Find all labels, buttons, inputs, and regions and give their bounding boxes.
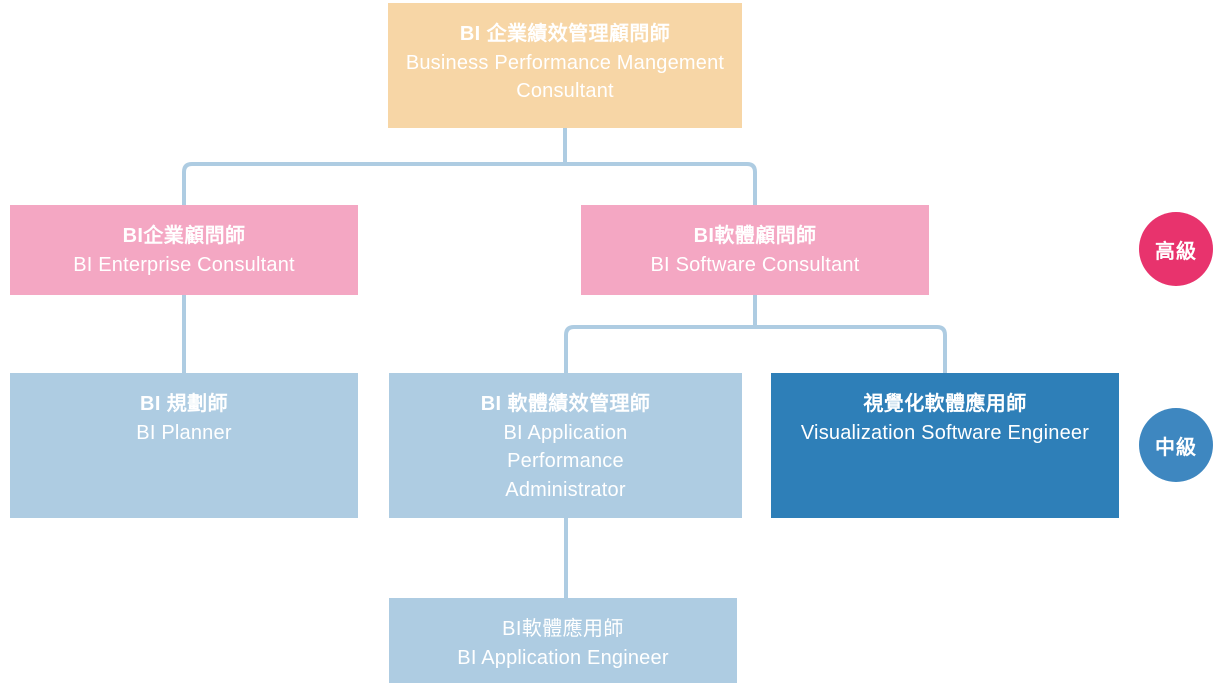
node-bi-app-performance-admin[interactable]: BI 軟體績效管理師 BI Application Performance Ad… [389, 373, 742, 518]
node-bi-software-consultant[interactable]: BI軟體顧問師 BI Software Consultant [581, 205, 929, 295]
badge-label: 高級 [1155, 240, 1197, 263]
node-bpm-consultant[interactable]: BI 企業績效管理顧問師 Business Performance Mangem… [388, 3, 742, 128]
node-title-cn: BI 軟體績效管理師 [480, 393, 651, 415]
node-title-en: BI Software Consultant [650, 254, 860, 276]
node-bi-enterprise-consultant[interactable]: BI企業顧問師 BI Enterprise Consultant [10, 205, 358, 295]
node-title-en: Business Performance Mangement Consultan… [405, 52, 725, 103]
node-title-en: Visualization Software Engineer [800, 422, 1090, 444]
node-title-en: BI Application Performance Administrator [503, 422, 628, 501]
node-visualization-software-engineer[interactable]: 視覺化軟體應用師 Visualization Software Engineer [771, 373, 1119, 518]
node-title-en: BI Enterprise Consultant [73, 254, 295, 276]
badge-intermediate-level: 中級 [1139, 408, 1213, 482]
node-bi-planner[interactable]: BI 規劃師 BI Planner [10, 373, 358, 518]
node-title-cn: BI 規劃師 [140, 393, 228, 415]
node-title-cn: 視覺化軟體應用師 [863, 393, 1027, 415]
node-title-cn: BI軟體顧問師 [693, 225, 817, 247]
connector-level1-bus [182, 162, 757, 205]
connector-level2-bus [564, 325, 947, 373]
node-bi-app-engineer[interactable]: BI軟體應用師 BI Application Engineer [389, 598, 737, 683]
node-title-cn: BI 企業績效管理顧問師 [459, 23, 671, 45]
badge-advanced-level: 高級 [1139, 212, 1213, 286]
node-title-cn: BI企業顧問師 [122, 225, 246, 247]
badge-label: 中級 [1155, 436, 1197, 459]
node-title-cn: BI軟體應用師 [502, 618, 624, 640]
node-title-en: BI Application Engineer [457, 647, 669, 669]
node-title-en: BI Planner [136, 422, 232, 444]
